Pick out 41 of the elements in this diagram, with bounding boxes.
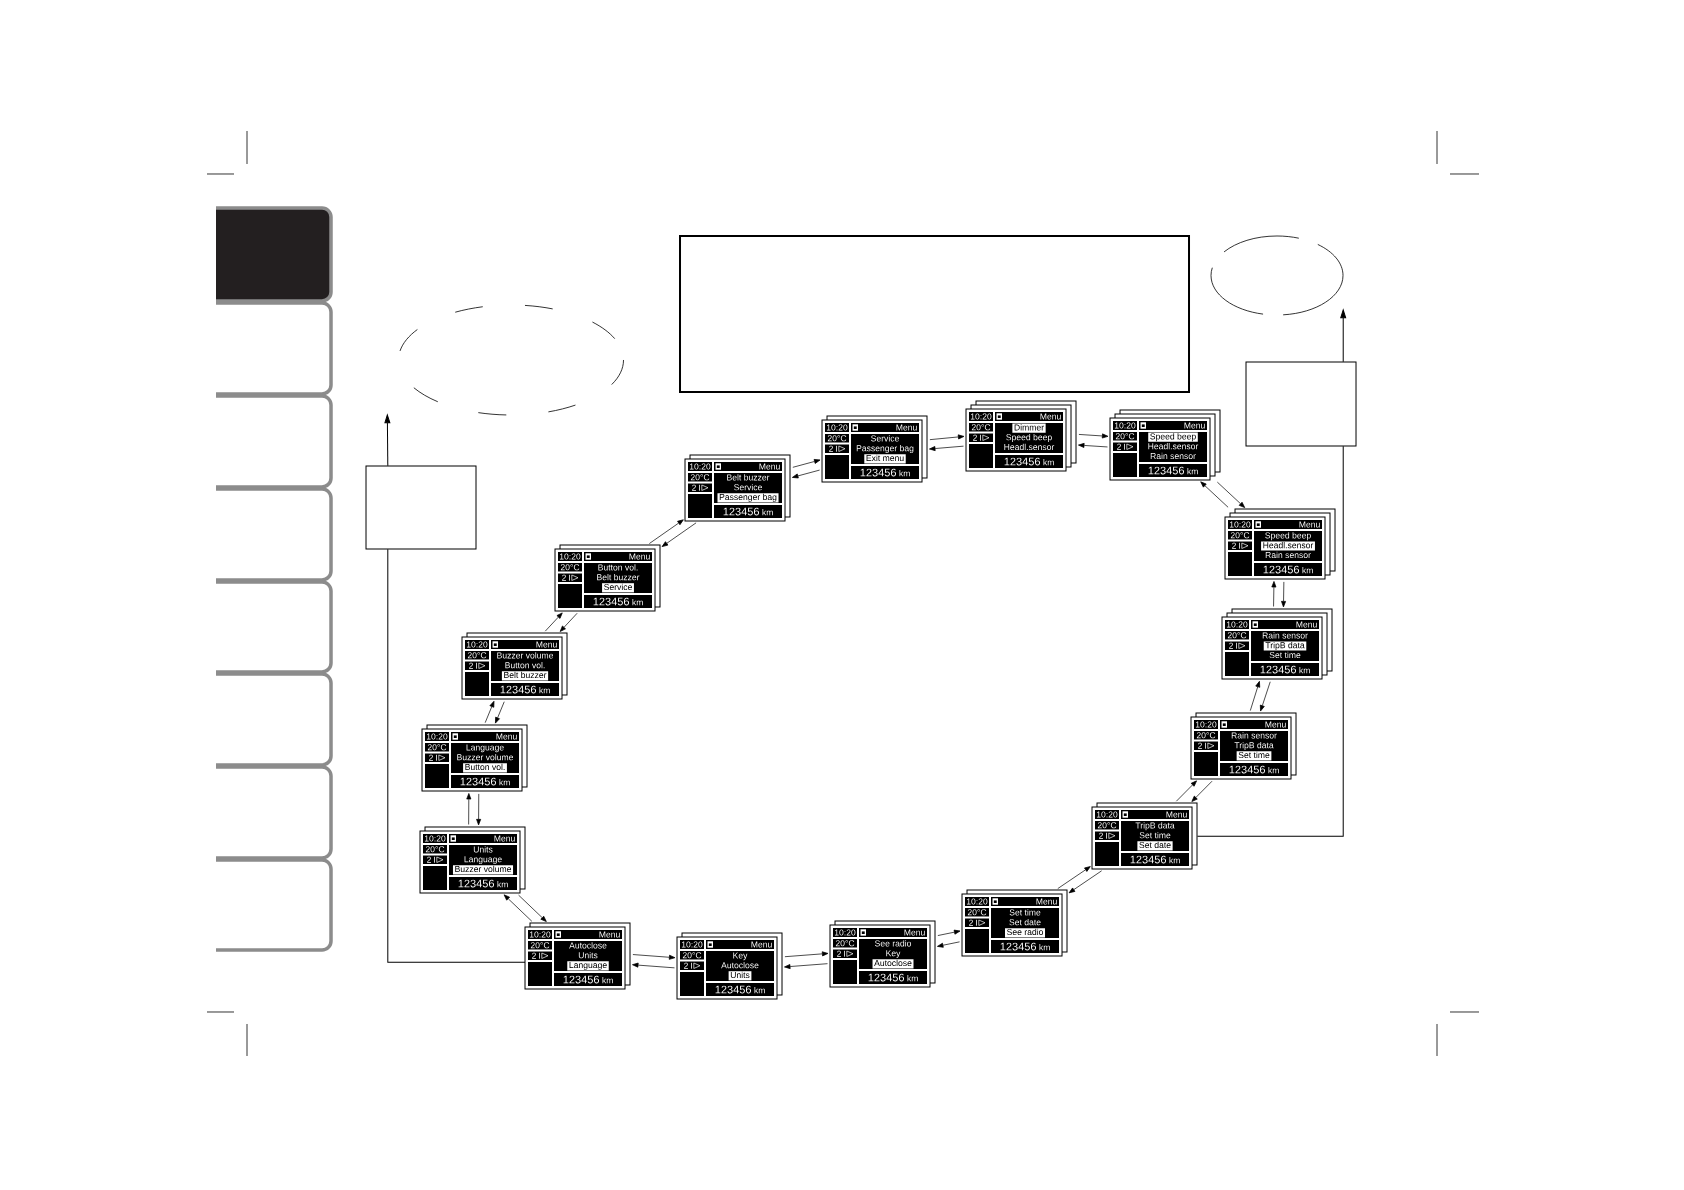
empty-box	[365, 465, 477, 550]
arrow	[495, 701, 505, 724]
arrow	[1259, 681, 1271, 712]
arrow	[929, 445, 964, 451]
arrow	[929, 434, 965, 441]
connector-line	[387, 548, 526, 963]
arrow	[784, 951, 829, 958]
arrow	[484, 700, 495, 724]
dashed-ellipse	[1210, 235, 1344, 316]
arrow	[632, 962, 675, 969]
arrow	[792, 469, 820, 479]
arrow	[1068, 870, 1102, 894]
arrow	[1200, 481, 1229, 508]
empty-box	[679, 235, 1190, 393]
arrow	[1078, 443, 1108, 448]
arrow	[1271, 581, 1277, 607]
arrow	[518, 894, 547, 922]
arrow	[784, 963, 828, 969]
arrow	[792, 459, 821, 468]
arrow	[937, 941, 960, 948]
arrow	[466, 793, 472, 825]
arrow	[1340, 309, 1347, 363]
arrow	[503, 894, 533, 922]
arrow	[1191, 780, 1213, 802]
arrow	[1057, 866, 1091, 889]
arrow	[384, 414, 391, 467]
connector-line	[1196, 445, 1344, 837]
empty-box	[1245, 361, 1357, 447]
arrow	[937, 929, 961, 936]
arrow	[1281, 581, 1286, 608]
arrow	[476, 793, 482, 826]
arrow	[1216, 481, 1246, 508]
arrow	[544, 612, 563, 632]
arrow	[1249, 681, 1261, 711]
dashed-ellipse	[398, 304, 624, 416]
arrow	[649, 519, 684, 544]
arrow	[632, 954, 676, 960]
arrow	[1176, 780, 1197, 802]
arrow	[661, 522, 697, 547]
arrow	[1078, 433, 1109, 439]
arrow	[559, 612, 578, 632]
